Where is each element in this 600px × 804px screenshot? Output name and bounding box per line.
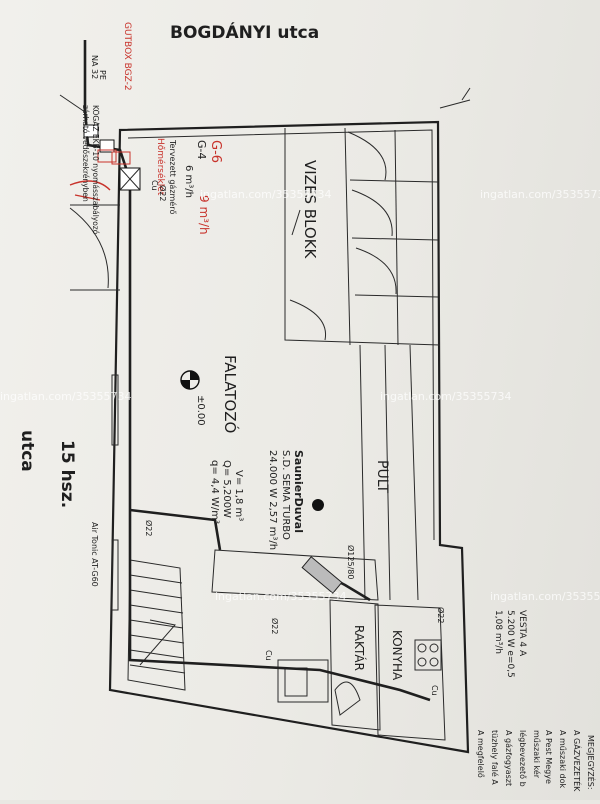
air-device-label: Air Tonic AT-G60 [90, 522, 99, 587]
wc-block-wall [284, 128, 441, 346]
watermark-2: ingatlan.com/35355734 [380, 390, 512, 403]
gas-meter-cross [119, 167, 141, 191]
wc-partition-3 [354, 294, 439, 298]
red-box-2 [111, 151, 131, 165]
boiler-power: 24.000 W 2,57 m³/h [267, 450, 278, 550]
cu-label-3: Cu [430, 685, 439, 696]
pipe-material: PE [98, 70, 107, 80]
stove-burner-1 [417, 643, 427, 653]
house-number-label: 15 hsz. [57, 440, 77, 508]
corner-marker [439, 87, 471, 109]
room-wc-label: VIZES BLOKK [301, 160, 319, 259]
pipe-handwritten: GUTBOX BGZ-2 [122, 22, 132, 91]
notes-line-1: A GÁZVEZETÉK [572, 730, 583, 792]
staircase [127, 559, 186, 691]
meter-planned: Tervezett gázmérő [168, 139, 178, 215]
notes-block: MEGJEGYZÉS: A GÁZVEZETÉK A műszaki dok A… [476, 730, 597, 792]
level-marker-fill [181, 371, 199, 389]
room-volume: V= 1,8 m³ [233, 470, 244, 521]
counter-back-wall [409, 344, 419, 601]
entrance-door-swing [69, 207, 109, 289]
meter-type: G-4 [195, 140, 208, 160]
boiler-model: S.D. SEMA TURBO [280, 450, 291, 540]
meter-flow: 6 m³/h [183, 165, 194, 198]
diameter-1: Ø22 [158, 185, 168, 201]
street-top-label: BOGDÁNYI utca [170, 21, 319, 43]
sink [277, 659, 329, 703]
watermark-3: ingatlan.com/35355734 [200, 188, 332, 201]
wc-partition-1 [349, 179, 439, 183]
stove-burner-3 [417, 657, 427, 667]
room-dining-label: FALATOZÓ [221, 355, 240, 433]
boiler-logo-icon [312, 499, 324, 511]
notes-line-6: A gázfogyaszt [504, 730, 513, 786]
red-scribble [69, 180, 111, 201]
watermark-4: ingatlan.com/35355734 [480, 188, 600, 201]
watermark-5: ingatlan.com/35355734 [215, 590, 347, 603]
stove [414, 639, 442, 671]
room-counter-label: PULT [374, 460, 390, 494]
room-specific: q= 4,4 W/m³ [209, 460, 220, 524]
valve-box [99, 139, 115, 153]
pipe-dn: NA 32 [90, 55, 99, 79]
level-label: ±0.00 [195, 395, 206, 426]
notes-line-5: légbevezető b [518, 730, 528, 787]
wc-door-swing-4 [289, 299, 327, 341]
regulator-note: KÖGÁZ EKB-10 nyomásszabályozó zárható vé… [81, 105, 100, 234]
stove-model: VESTA 4 A [517, 610, 527, 657]
diameter-4: Ø22 [270, 618, 280, 634]
notes-line-3: A Pest Megye [544, 730, 553, 784]
cu-label-1: Cu [150, 180, 159, 191]
stove-power: 5.200 W e=0,5 [505, 610, 515, 678]
sink-basin [284, 667, 308, 697]
inner-wall-line [127, 129, 435, 541]
wc-door-swing-2 [351, 189, 393, 237]
kitchen-box [374, 604, 446, 741]
window-left-2 [111, 539, 119, 611]
wc-door-swing-1 [347, 131, 387, 181]
meter-handwritten-type: G-6 [208, 140, 223, 163]
meter-handwritten-note: Hőmérséklet [155, 138, 166, 196]
room-storage-label: RAKTÁR [352, 625, 367, 671]
red-box-1 [97, 149, 117, 163]
street-left-label: utca [17, 430, 37, 472]
stove-burner-4 [429, 657, 439, 667]
room-kitchen-label: KONYHA [390, 630, 404, 681]
diameter-5: Ø22 [436, 607, 446, 623]
flue-pipe [301, 556, 343, 594]
watermark-1: ingatlan.com/35355734 [0, 390, 132, 403]
cu-label-2: Cu [264, 650, 273, 661]
wc-door-swing-3 [355, 247, 397, 295]
stove-burner-2 [429, 643, 439, 653]
diameter-3: Ø125/80 [346, 545, 356, 579]
notes-title: MEGJEGYZÉS: [586, 735, 597, 790]
regulator-box [83, 124, 99, 138]
diameter-2: Ø22 [144, 520, 154, 536]
notes-line-2: A műszaki dok [558, 730, 567, 789]
wc-divider-1 [344, 127, 351, 346]
meter-handwritten-flow: 9 m³/h [197, 195, 211, 235]
stove-flow: 1,08 m³/h [493, 610, 503, 654]
wc-door-leaf [291, 209, 301, 236]
gas-pipe-branch [129, 508, 222, 551]
boiler-brand: SaunierDuval [292, 450, 305, 533]
raktar-box [329, 599, 381, 731]
pipe-arrow [59, 94, 86, 113]
storage-box [211, 549, 379, 601]
wc-partition-2 [351, 237, 439, 241]
notes-line-4: műszaki kér [532, 730, 542, 779]
window-left-1 [111, 374, 119, 446]
wc-divider-2 [394, 129, 399, 346]
counter-outline [359, 344, 391, 601]
watermark-6: ingatlan.com/35355734 [490, 590, 600, 603]
room-heat: Q= 5,200W [221, 460, 232, 518]
toilet [334, 681, 361, 716]
outer-wall [108, 120, 470, 754]
notes-line-7: tüzhely falé A [490, 730, 500, 785]
notes-line-8: A megfelelő [476, 730, 485, 778]
